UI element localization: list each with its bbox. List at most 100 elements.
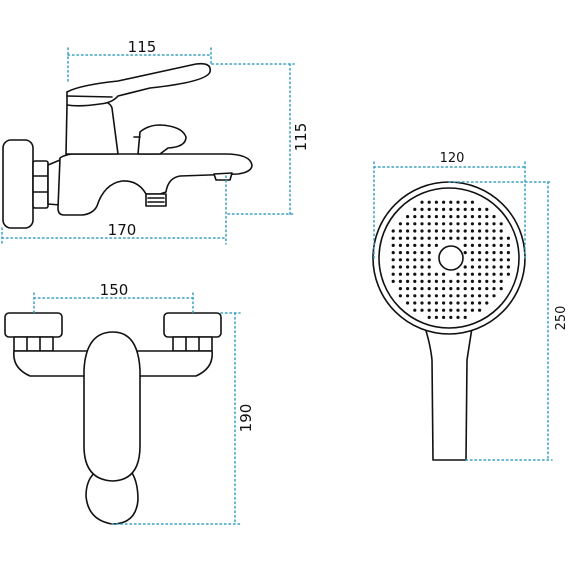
nozzle-dot <box>427 272 431 276</box>
nozzle-dot <box>427 258 431 262</box>
nozzle-dot <box>434 215 438 219</box>
shower-height-dimension: 250 <box>448 181 568 461</box>
nozzle-dot <box>470 301 474 305</box>
mixer-front-view <box>4 312 222 525</box>
nozzle-dot <box>413 272 417 276</box>
nozzle-dot <box>470 200 474 204</box>
nozzle-dot <box>485 279 489 283</box>
nozzle-dot <box>492 272 496 276</box>
nozzle-dot <box>456 200 460 204</box>
nozzle-dot <box>478 294 482 298</box>
nozzle-dot <box>427 287 431 291</box>
nozzle-dot <box>492 279 496 283</box>
nozzle-dot <box>456 315 460 319</box>
nozzle-dot <box>449 236 453 240</box>
mixer-side-view <box>2 62 253 229</box>
nozzle-dot <box>499 251 503 255</box>
nozzle-dot <box>413 236 417 240</box>
nozzle-dot <box>406 279 410 283</box>
nozzle-dot <box>499 222 503 226</box>
nozzle-dot <box>427 222 431 226</box>
nozzle-dot <box>427 301 431 305</box>
nozzle-dot <box>420 236 424 240</box>
nozzle-dot <box>470 243 474 247</box>
mixer-front-height-label: 190 <box>237 404 255 433</box>
nozzle-dot <box>398 222 402 226</box>
nozzle-dot <box>463 272 467 276</box>
nozzle-dot <box>478 279 482 283</box>
nozzle-dot <box>485 265 489 269</box>
nozzle-dot <box>427 243 431 247</box>
shower-center-cap <box>438 245 464 271</box>
nozzle-dot <box>413 287 417 291</box>
nozzle-dot <box>442 272 446 276</box>
nozzle-dot <box>420 251 424 255</box>
nozzle-dot <box>449 222 453 226</box>
nozzle-dot <box>456 229 460 233</box>
nozzle-dot <box>427 279 431 283</box>
mixer-side-height-dimension: 115 <box>211 63 310 215</box>
nozzle-dot <box>456 301 460 305</box>
nozzle-dot <box>420 243 424 247</box>
nozzle-dot <box>434 287 438 291</box>
nozzle-dot <box>420 265 424 269</box>
shower-width-label: 120 <box>440 151 465 166</box>
nozzle-dot <box>406 229 410 233</box>
mixer-side-width-dimension: 115 <box>67 38 212 85</box>
nozzle-dot <box>463 294 467 298</box>
left-rosette <box>4 312 63 338</box>
nozzle-dot <box>442 236 446 240</box>
diverter-knob <box>137 124 187 155</box>
nozzle-dot <box>478 272 482 276</box>
nozzle-dot <box>456 207 460 211</box>
nozzle-dot <box>499 236 503 240</box>
nozzle-dot <box>506 272 510 276</box>
nozzle-dot <box>470 207 474 211</box>
nozzle-dot <box>442 222 446 226</box>
nozzle-dot <box>420 222 424 226</box>
nozzle-dot <box>449 279 453 283</box>
nozzle-dot <box>449 287 453 291</box>
spout-tip <box>213 172 233 181</box>
nozzle-dot <box>492 243 496 247</box>
nozzle-dot <box>427 200 431 204</box>
nozzle-dot <box>485 287 489 291</box>
nozzle-dot <box>456 272 460 276</box>
mixer-side-depth-dimension: 170 <box>1 175 227 245</box>
nozzle-dot <box>499 272 503 276</box>
nozzle-dot <box>427 207 431 211</box>
nozzle-dot <box>420 215 424 219</box>
nozzle-dot <box>463 251 467 255</box>
nozzle-dot <box>398 243 402 247</box>
nozzle-dot <box>413 215 417 219</box>
nozzle-dot <box>398 287 402 291</box>
nozzle-dot <box>478 207 482 211</box>
nozzle-dot <box>413 294 417 298</box>
nozzle-dot <box>470 222 474 226</box>
nozzle-dot <box>427 294 431 298</box>
nozzle-dot <box>420 294 424 298</box>
nozzle-dot <box>420 229 424 233</box>
nozzle-dot <box>449 315 453 319</box>
connector-nut <box>32 160 49 209</box>
nozzle-dot <box>434 301 438 305</box>
nozzle-dot <box>478 308 482 312</box>
shower-head-face <box>378 187 520 329</box>
nozzle-dot <box>506 243 510 247</box>
nozzle-dot <box>406 215 410 219</box>
nozzle-dot <box>449 229 453 233</box>
nozzle-dot <box>406 222 410 226</box>
nozzle-dot <box>434 222 438 226</box>
nozzle-dot <box>485 222 489 226</box>
nozzle-dot <box>506 236 510 240</box>
nozzle-dot <box>434 236 438 240</box>
nozzle-dot <box>506 258 510 262</box>
nozzle-dot <box>398 258 402 262</box>
nozzle-dot <box>442 308 446 312</box>
nozzle-dot <box>406 258 410 262</box>
nozzle-dot <box>470 294 474 298</box>
nozzle-dot <box>492 236 496 240</box>
hand-shower-view <box>372 181 526 461</box>
nozzle-dot <box>470 258 474 262</box>
